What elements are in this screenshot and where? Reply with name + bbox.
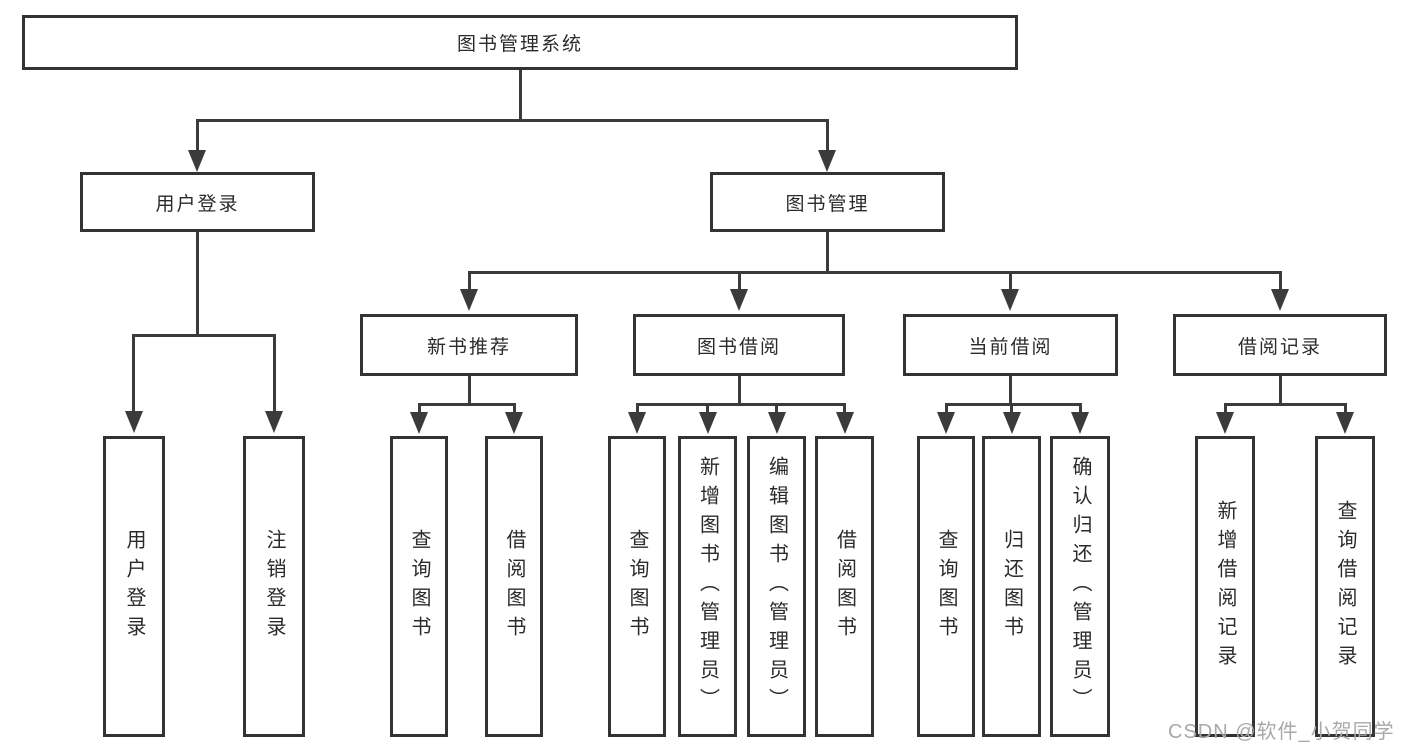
leaf-current-confirm-return: 确认归还（管理员） (1050, 436, 1110, 737)
connector-line (737, 271, 741, 291)
connector-line (195, 232, 199, 335)
connector-line (467, 271, 471, 291)
arrow-down-icon (1001, 289, 1019, 311)
connector-line (1008, 271, 1012, 291)
arrow-down-icon (188, 150, 206, 172)
connector-line (775, 402, 778, 413)
node-current-borrowing: 当前借阅 (903, 314, 1118, 376)
connector-line (1343, 402, 1347, 413)
connector-line (706, 402, 709, 413)
connector-line (132, 333, 135, 412)
leaf-records-query-record: 查询借阅记录 (1315, 436, 1375, 737)
connector-line (132, 333, 276, 337)
connector-line (518, 70, 522, 120)
node-borrowing-records: 借阅记录 (1173, 314, 1387, 376)
node-new-book-recommend: 新书推荐 (360, 314, 578, 376)
leaf-borrow-query-books: 查询图书 (608, 436, 666, 737)
connector-line (944, 402, 948, 413)
leaf-logout: 注销登录 (243, 436, 305, 737)
arrow-down-icon (265, 411, 283, 433)
leaf-borrow-borrow-books: 借阅图书 (815, 436, 874, 737)
connector-line (1223, 402, 1347, 406)
connector-line (195, 119, 199, 150)
arrow-down-icon (124, 411, 143, 433)
arrow-down-icon (628, 412, 646, 434)
arrow-down-icon (1002, 412, 1021, 434)
arrow-down-icon (1271, 289, 1289, 311)
connector-line (1010, 402, 1013, 413)
connector-line (512, 402, 516, 413)
connector-line (737, 376, 741, 404)
leaf-records-add-record: 新增借阅记录 (1195, 436, 1255, 737)
leaf-current-return-books: 归还图书 (982, 436, 1041, 737)
arrow-down-icon (937, 412, 955, 434)
leaf-user-login: 用户登录 (103, 436, 165, 737)
connector-line (635, 402, 639, 413)
connector-line (1223, 402, 1227, 413)
arrow-down-icon (730, 289, 748, 311)
connector-line (417, 402, 516, 406)
arrow-down-icon (818, 150, 836, 172)
arrow-down-icon (460, 289, 478, 311)
leaf-recommend-borrow-books: 借阅图书 (485, 436, 543, 737)
arrow-down-icon (835, 412, 854, 434)
arrow-down-icon (767, 412, 786, 434)
connector-line (467, 376, 471, 404)
leaf-recommend-query-books: 查询图书 (390, 436, 448, 737)
connector-line (467, 271, 1282, 274)
csdn-watermark: CSDN @软件_小贺同学 (1168, 721, 1395, 743)
connector-line (944, 402, 1082, 406)
connector-line (843, 402, 846, 413)
connector-line (635, 402, 846, 406)
arrow-down-icon (505, 412, 523, 434)
connector-line (417, 402, 421, 413)
node-user-login: 用户登录 (80, 172, 315, 232)
node-book-management: 图书管理 (710, 172, 945, 232)
node-book-borrowing: 图书借阅 (633, 314, 845, 376)
connector-line (195, 119, 829, 122)
arrow-down-icon (1216, 412, 1234, 434)
connector-line (1078, 402, 1082, 413)
connector-line (1278, 376, 1282, 404)
node-library-system: 图书管理系统 (22, 15, 1018, 70)
leaf-current-query-books: 查询图书 (917, 436, 975, 737)
leaf-borrow-add-books: 新增图书（管理员） (678, 436, 737, 737)
connector-line (825, 232, 829, 273)
leaf-borrow-edit-books: 编辑图书（管理员） (747, 436, 806, 737)
connector-line (1278, 271, 1282, 291)
arrow-down-icon (698, 412, 717, 434)
arrow-down-icon (410, 412, 428, 434)
arrow-down-icon (1071, 412, 1089, 434)
connector-line (825, 119, 829, 150)
connector-line (272, 333, 276, 412)
connector-line (1008, 376, 1012, 404)
arrow-down-icon (1336, 412, 1354, 434)
